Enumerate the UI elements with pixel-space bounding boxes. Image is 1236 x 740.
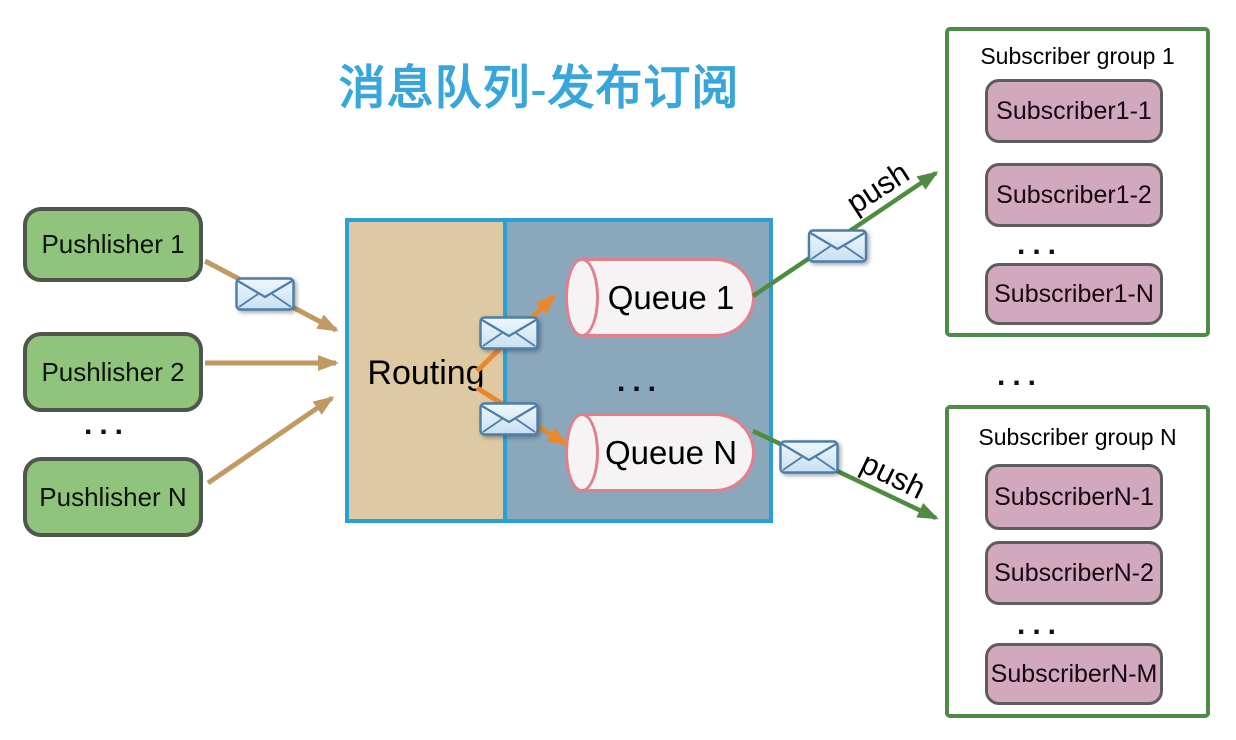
envelope-icon bbox=[479, 316, 539, 350]
subscriber-group-1-title: Subscriber group 1 bbox=[980, 43, 1175, 69]
subscriber-group-n-title: Subscriber group N bbox=[978, 424, 1177, 450]
subscriber-group-n-box: Subscriber group N SubscriberN-1 Subscri… bbox=[945, 405, 1210, 718]
subscriber-1-2-label: Subscriber1-2 bbox=[996, 180, 1152, 209]
publisher-1-box: Pushlisher 1 bbox=[23, 207, 203, 282]
push-label-1: push bbox=[839, 154, 916, 221]
arrow-publisherN-to-routing bbox=[206, 395, 335, 486]
queue-n-cylinder-cap bbox=[565, 413, 599, 492]
subscriber-group-n-ellipsis: ... bbox=[1016, 608, 1063, 641]
subscriber-n-2-label: SubscriberN-2 bbox=[994, 558, 1154, 587]
envelope-icon bbox=[807, 229, 868, 263]
subscriber-n-2-box: SubscriberN-2 bbox=[985, 541, 1163, 605]
subscriber-1-1-box: Subscriber1-1 bbox=[985, 79, 1163, 143]
publisher-n-label: Pushlisher N bbox=[39, 481, 187, 512]
subscriber-n-m-box: SubscriberN-M bbox=[985, 643, 1163, 705]
envelope-icon bbox=[479, 402, 539, 436]
queue-1-cylinder: Queue 1 bbox=[565, 258, 755, 337]
subscriber-group-1-ellipsis: ... bbox=[1016, 228, 1063, 261]
subscriber-n-1-box: SubscriberN-1 bbox=[985, 464, 1163, 530]
publisher-2-label: Pushlisher 2 bbox=[41, 356, 185, 387]
queue-1-cylinder-cap bbox=[565, 258, 599, 337]
diagram-title: 消息队列-发布订阅 bbox=[338, 63, 740, 115]
envelope-icon bbox=[235, 277, 295, 311]
queue-n-label: Queue N bbox=[604, 433, 738, 471]
routing-label: Routing bbox=[367, 354, 485, 392]
publisher-1-label: Pushlisher 1 bbox=[41, 229, 185, 259]
subscriber-n-m-label: SubscriberN-M bbox=[990, 659, 1158, 688]
subscriber-1-n-label: Subscriber1-N bbox=[994, 279, 1154, 308]
subscriber-groups-ellipsis: ... bbox=[996, 359, 1043, 392]
publishers-ellipsis: ... bbox=[83, 408, 130, 441]
queue-n-cylinder-body bbox=[581, 413, 755, 492]
envelope-icon bbox=[779, 440, 839, 474]
publisher-n-box: Pushlisher N bbox=[23, 457, 203, 537]
subscriber-1-n-box: Subscriber1-N bbox=[985, 263, 1163, 325]
subscriber-group-1-box: Subscriber group 1 Subscriber1-1 Subscri… bbox=[945, 27, 1210, 337]
subscriber-1-2-box: Subscriber1-2 bbox=[985, 163, 1163, 227]
publisher-2-box: Pushlisher 2 bbox=[23, 332, 203, 412]
push-label-2: push bbox=[855, 445, 932, 507]
queues-ellipsis: ... bbox=[616, 365, 663, 398]
subscriber-n-1-label: SubscriberN-1 bbox=[994, 482, 1154, 511]
subscriber-1-1-label: Subscriber1-1 bbox=[996, 96, 1152, 125]
queue-n-cylinder: Queue N bbox=[565, 413, 755, 492]
queue-1-label: Queue 1 bbox=[607, 278, 735, 316]
